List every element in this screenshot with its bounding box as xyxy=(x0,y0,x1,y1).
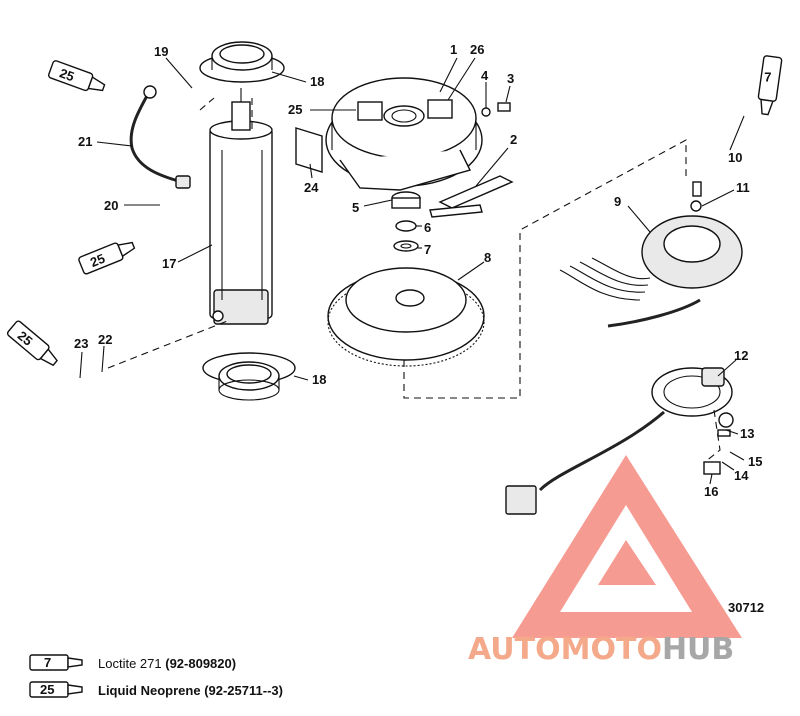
callout-10: 10 xyxy=(728,150,742,165)
tube-25-top-left: 25 xyxy=(47,60,106,92)
callout-22: 22 xyxy=(98,332,112,347)
flywheel-hardware xyxy=(391,191,421,252)
callout-23: 23 xyxy=(74,336,88,351)
watermark-part1: AUTOMOTO xyxy=(468,632,662,667)
tube-7-right: 7 xyxy=(757,55,783,116)
callout-13: 13 xyxy=(740,426,754,441)
callout-1: 1 xyxy=(450,42,457,57)
svg-text:7: 7 xyxy=(44,655,51,670)
starter-cable xyxy=(129,85,191,189)
svg-text:25: 25 xyxy=(88,251,107,270)
legend-tube-7: 7 xyxy=(29,654,83,671)
decal-strap xyxy=(438,175,514,209)
trigger xyxy=(505,367,734,515)
callout-26: 26 xyxy=(470,42,484,57)
legend-tube-25: 25 xyxy=(29,681,83,698)
callout-4: 4 xyxy=(481,68,489,83)
callout-3: 3 xyxy=(507,71,514,86)
tube-25-mid-left: 25 xyxy=(78,241,136,275)
legend-part-loctite: (92-809820) xyxy=(165,656,237,671)
watermark-part2: HUB xyxy=(661,632,735,667)
legend-part-neoprene: (92-25711--3) xyxy=(204,683,283,698)
svg-text:7: 7 xyxy=(764,70,771,85)
figure-number: 30712 xyxy=(728,600,764,615)
watermark-text: AUTOMOTOHUB xyxy=(468,632,734,667)
legend-row-loctite: Loctite 271 (92-809820) xyxy=(98,656,236,671)
callout-7: 7 xyxy=(424,242,431,257)
callout-17: 17 xyxy=(162,256,176,271)
callout-8: 8 xyxy=(484,250,491,265)
callout-25: 25 xyxy=(288,102,302,117)
callout-12: 12 xyxy=(734,348,748,363)
callout-21: 21 xyxy=(78,134,92,149)
flywheel-cover xyxy=(325,77,483,191)
callout-24: 24 xyxy=(304,180,319,195)
callout-2: 2 xyxy=(510,132,517,147)
callout-6: 6 xyxy=(424,220,431,235)
svg-text:25: 25 xyxy=(58,65,77,84)
tube-25-low-left: 25 xyxy=(6,320,58,367)
callout-5: 5 xyxy=(352,200,359,215)
callout-16: 16 xyxy=(704,484,718,499)
legend-name-neoprene: Liquid Neoprene xyxy=(98,683,201,698)
callout-18-top: 18 xyxy=(310,74,324,89)
leader-lines xyxy=(79,57,745,485)
callout-19: 19 xyxy=(154,44,168,59)
stator xyxy=(559,181,743,328)
callout-15: 15 xyxy=(748,454,762,469)
decal-24 xyxy=(295,127,323,173)
callout-14: 14 xyxy=(734,468,749,483)
bushing-bottom xyxy=(202,352,296,401)
callout-20: 20 xyxy=(104,198,118,213)
callout-11: 11 xyxy=(736,180,750,195)
legend-row-neoprene: Liquid Neoprene (92-25711--3) xyxy=(98,683,283,698)
flywheel xyxy=(327,267,485,367)
legend-name-loctite: Loctite 271 xyxy=(98,656,162,671)
starter-motor xyxy=(209,88,273,325)
callout-18-bottom: 18 xyxy=(312,372,326,387)
watermark-logo xyxy=(512,455,742,638)
callout-9: 9 xyxy=(614,194,621,209)
bushing-top xyxy=(199,41,285,83)
callout-numbers: 1 26 4 3 2 19 18 25 21 20 17 24 5 6 7 8 … xyxy=(74,42,764,615)
svg-text:25: 25 xyxy=(40,682,54,697)
